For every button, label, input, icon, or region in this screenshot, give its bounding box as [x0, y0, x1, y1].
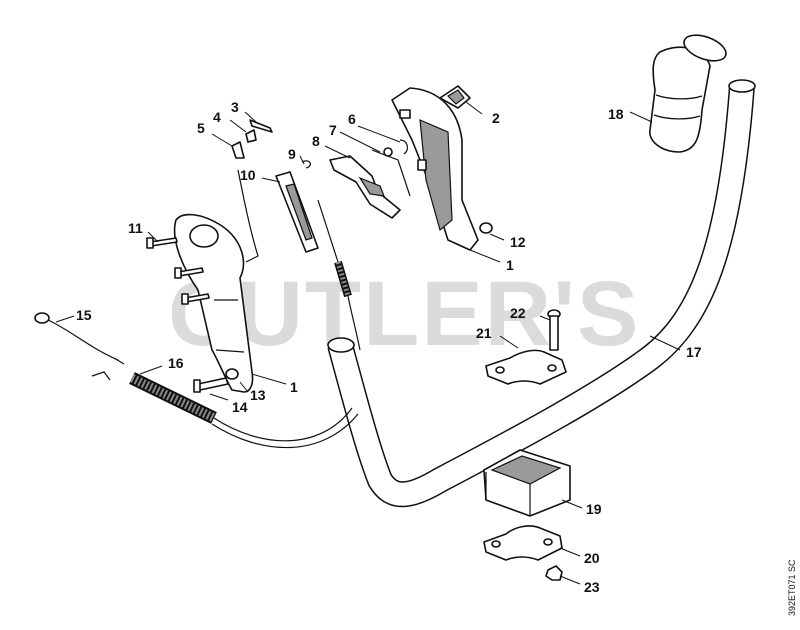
lever-assembly	[371, 139, 411, 197]
label-7: 7	[329, 122, 337, 138]
label-17: 17	[686, 344, 702, 360]
screw-14-washer-13	[193, 368, 239, 393]
reference-code: 392ET071 SC	[787, 559, 797, 616]
label-14: 14	[232, 399, 248, 415]
tube-right-end	[728, 79, 756, 93]
cable-16	[91, 371, 359, 449]
label-5: 5	[197, 120, 205, 136]
spring-9	[301, 160, 311, 169]
clamp-block-19	[483, 449, 571, 517]
label-11: 11	[128, 220, 143, 236]
label-21: 21	[476, 325, 492, 341]
label-15: 15	[76, 307, 92, 323]
wire-link	[237, 169, 259, 263]
label-4: 4	[213, 109, 221, 125]
label-9: 9	[288, 146, 296, 162]
label-2: 2	[492, 110, 500, 126]
label-1-lower: 1	[290, 379, 298, 395]
right-grip	[649, 34, 727, 153]
nut-23	[545, 565, 563, 581]
part-labels: 2 3 4 5 6 7 8 9 10 11 12 1 13 14 1 15 16…	[76, 99, 702, 595]
label-16: 16	[168, 355, 184, 371]
label-6: 6	[348, 111, 356, 127]
throttle-cable	[317, 199, 361, 351]
label-8: 8	[312, 133, 320, 149]
throttle-lock	[275, 171, 319, 253]
label-22: 22	[510, 305, 526, 321]
small-parts-3-4-5	[231, 119, 273, 159]
label-23: 23	[584, 579, 600, 595]
clamp-21	[485, 349, 567, 385]
cable-15	[34, 312, 125, 365]
bolt-22	[547, 309, 561, 351]
part-12-plug	[479, 222, 493, 234]
clamp-20	[483, 525, 563, 561]
cable-clip	[439, 85, 471, 109]
throttle-trigger	[329, 155, 401, 219]
handlebar-tube	[327, 79, 756, 508]
screw-set-11	[146, 237, 210, 305]
label-10: 10	[240, 167, 256, 183]
handle-shell	[173, 213, 254, 393]
label-12: 12	[510, 234, 526, 250]
leader-lines	[55, 101, 681, 585]
label-19: 19	[586, 501, 602, 517]
control-housing-half	[391, 87, 479, 251]
label-13: 13	[250, 387, 266, 403]
label-1-upper: 1	[506, 257, 514, 273]
label-20: 20	[584, 550, 600, 566]
label-18: 18	[608, 106, 624, 122]
tube-left-end	[327, 337, 355, 353]
label-3: 3	[231, 99, 239, 115]
